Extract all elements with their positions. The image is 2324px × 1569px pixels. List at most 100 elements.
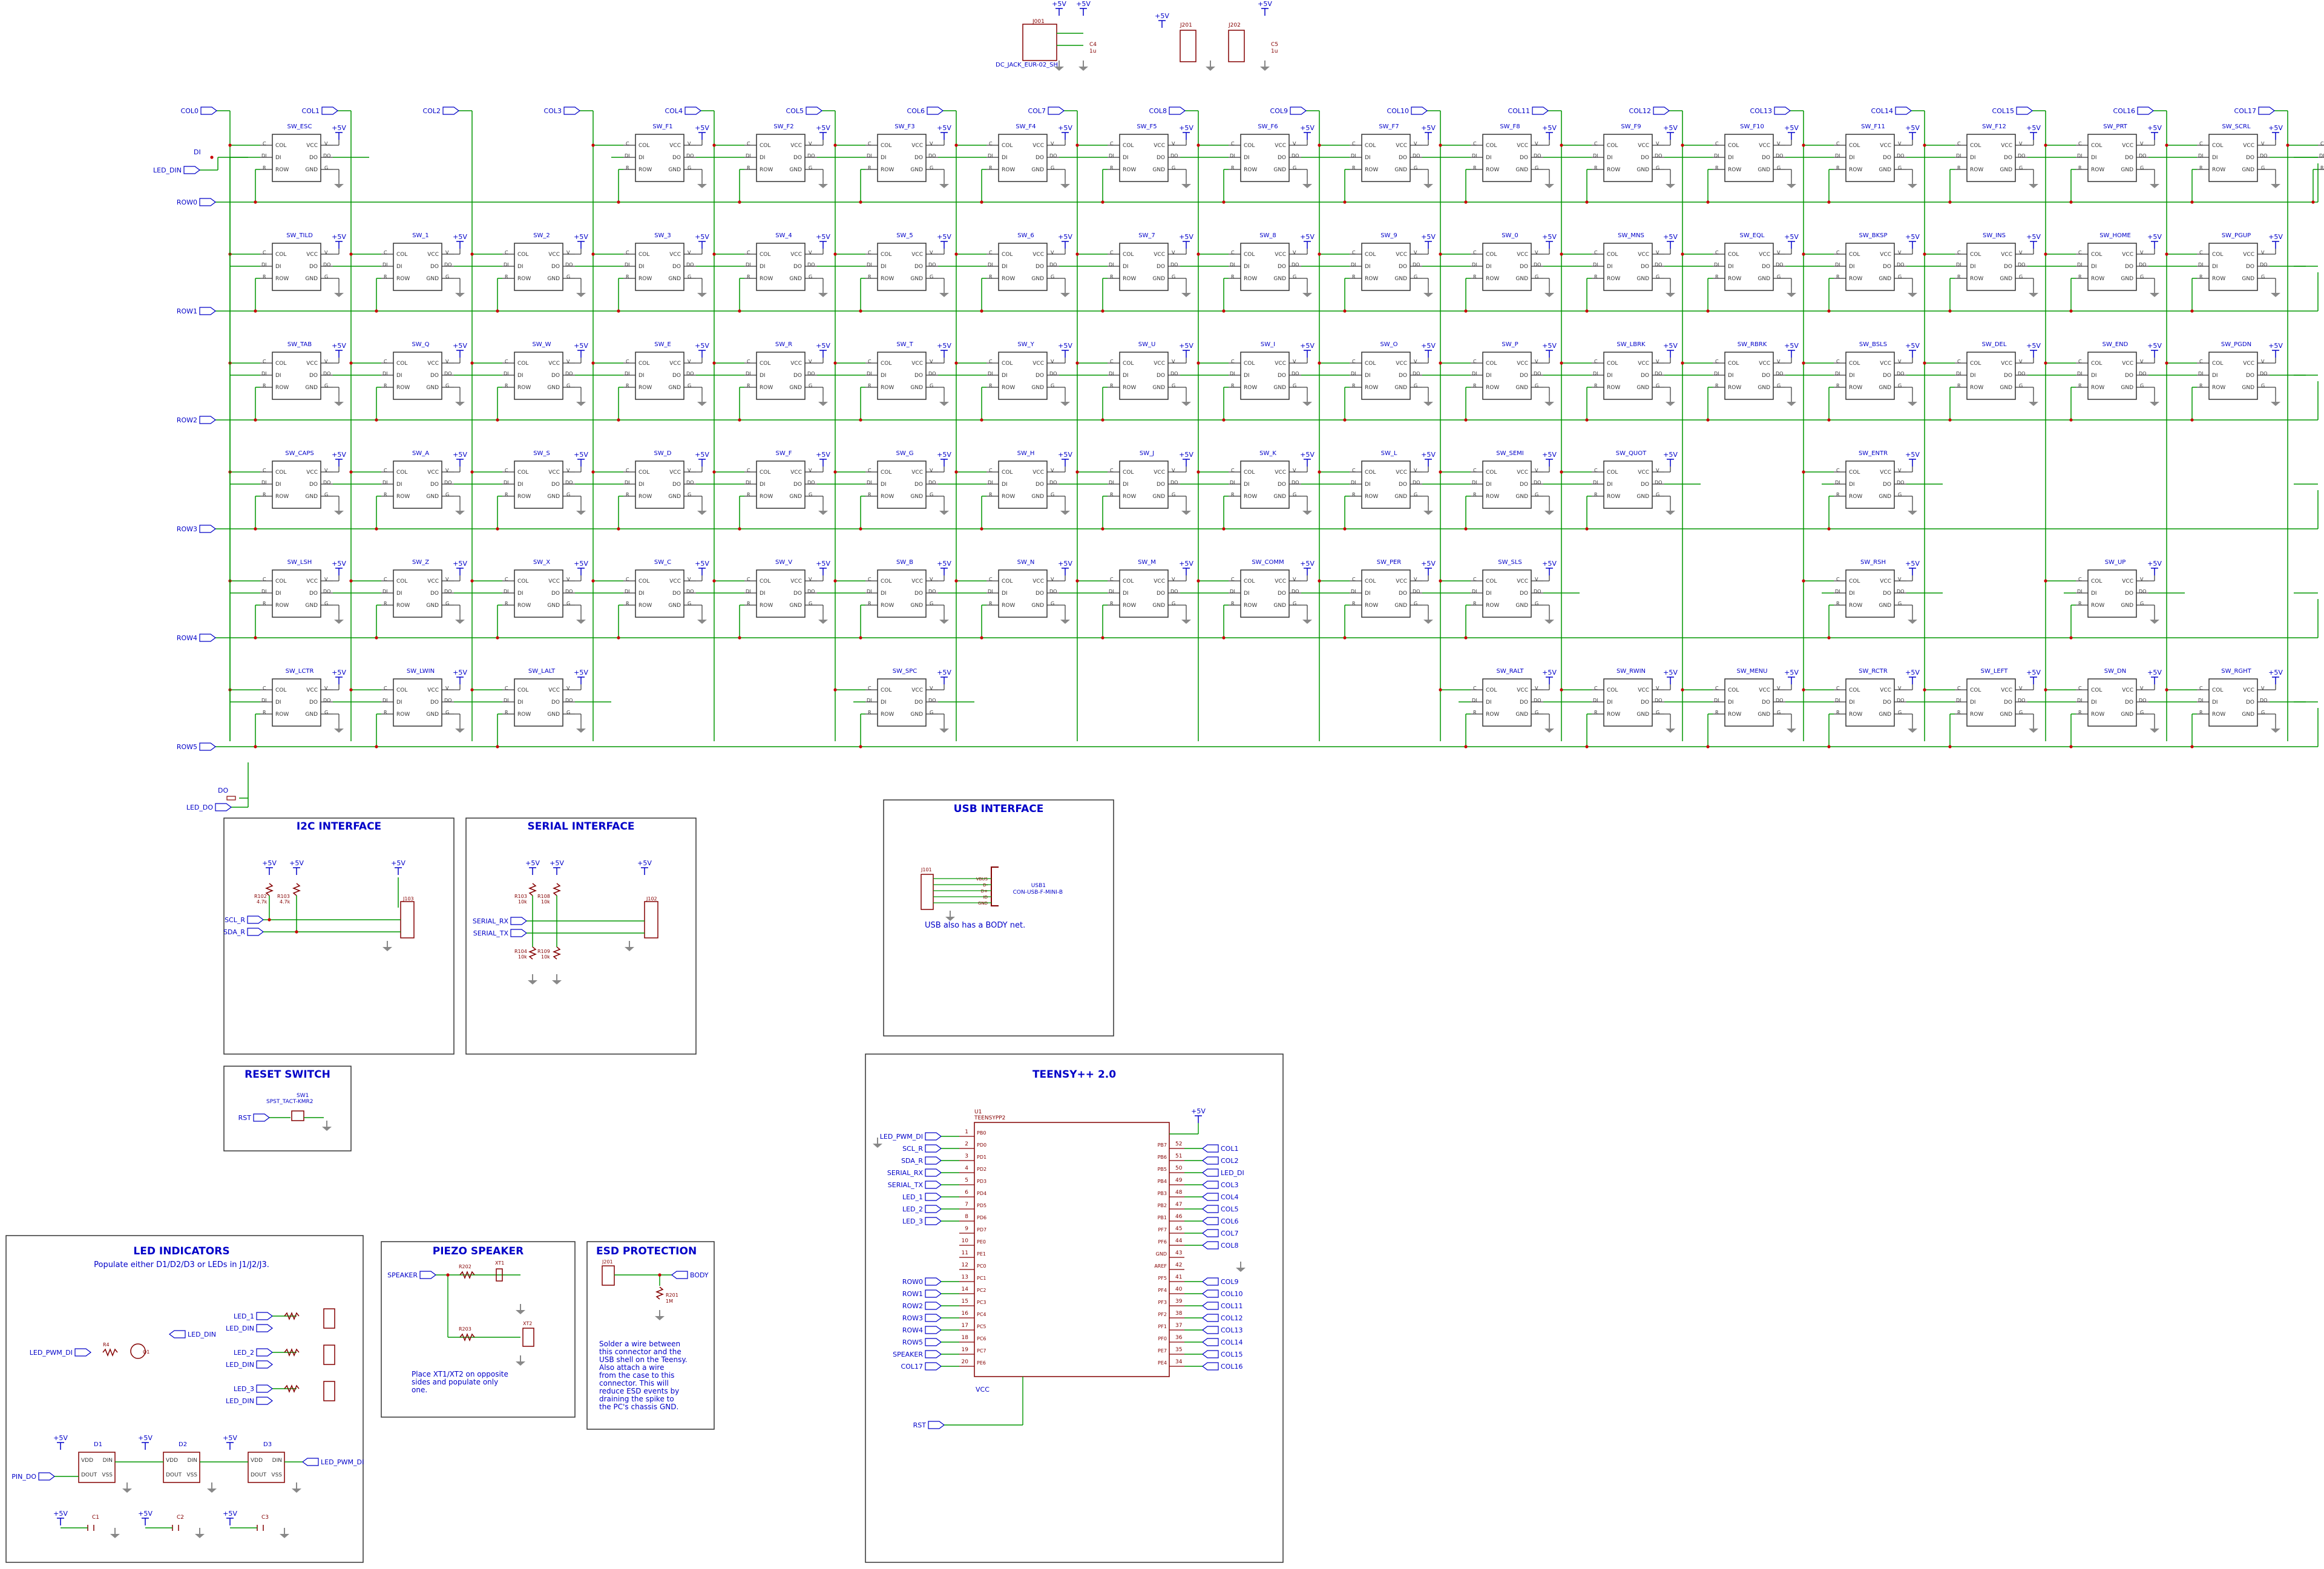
ground-triangle — [1544, 511, 1554, 515]
ground-symbol — [939, 505, 949, 515]
power-5v-symbol: +5V — [695, 124, 709, 140]
i2c-r2 — [292, 883, 301, 896]
pin-c-num: C — [868, 686, 872, 691]
switch-ref: SW_RALT — [1497, 668, 1525, 675]
power-5v-label: +5V — [223, 1434, 237, 1442]
pin-do-num: DO — [1897, 698, 1904, 703]
ground-triangle — [576, 729, 586, 733]
teensy-left-port-8: PD7 — [977, 1227, 986, 1233]
power-5v-symbol: +5V — [53, 1434, 68, 1450]
pin-v-num: V — [930, 577, 933, 582]
teensy-net-led_di: LED_DI — [1202, 1168, 1244, 1177]
switch-body — [393, 569, 442, 618]
led-din-label: LED_DIN — [153, 166, 200, 174]
pin-di-num: DI — [625, 589, 630, 594]
pin-col: COL — [1244, 252, 1255, 258]
pin-gnd: GND — [668, 276, 681, 282]
pin-col: COL — [638, 143, 649, 149]
pin-gnd: GND — [1636, 276, 1649, 282]
pin-vcc: VCC — [306, 578, 318, 585]
pin-gnd: GND — [789, 494, 802, 500]
pin-c-num: C — [263, 577, 266, 582]
pin-gnd: GND — [1879, 712, 1891, 718]
ground-symbol — [455, 396, 465, 406]
teensy-left-port-10: PE1 — [977, 1251, 986, 1257]
col-junction — [1560, 361, 1563, 365]
teensy-right-port-15: PF1 — [1158, 1324, 1167, 1329]
pin-gnd: GND — [305, 712, 318, 718]
pin-col: COL — [760, 361, 770, 367]
ground-triangle — [334, 620, 344, 624]
col-junction — [1439, 470, 1442, 474]
net-label-text: COL8 — [1221, 1242, 1238, 1250]
col-junction — [954, 579, 958, 583]
led-resistor-1 — [284, 1348, 300, 1357]
pin-c-num: C — [1957, 141, 1961, 146]
pin-row: ROW — [760, 494, 773, 500]
pin-do-num: DO — [1170, 262, 1178, 267]
power-5v-symbol: +5V — [1421, 451, 1436, 467]
pin-g-num: G — [566, 383, 570, 388]
pin-vcc: VCC — [548, 252, 560, 258]
pin-g-num: G — [1172, 492, 1175, 497]
pin-di: DI — [2091, 591, 2097, 597]
cap-c5-val: 1u — [1271, 48, 1278, 54]
pin-row: ROW — [2212, 167, 2225, 173]
pin-v-num: V — [2019, 141, 2023, 146]
i2c-frame — [223, 817, 455, 1055]
pin-di: DI — [1849, 482, 1855, 488]
row-junction — [375, 309, 378, 313]
pin-gnd: GND — [1758, 167, 1770, 173]
pin-vcc: VCC — [2001, 252, 2012, 258]
pin-gnd: GND — [1515, 385, 1528, 391]
pin-do-num: DO — [2018, 153, 2025, 159]
power-5v-label: +5V — [525, 859, 540, 867]
net-label-text: LED_3 — [902, 1217, 923, 1225]
pin-c-num: C — [1110, 250, 1114, 255]
col-junction — [1075, 143, 1079, 147]
pin-col: COL — [1244, 578, 1255, 585]
net-label-text: COL6 — [907, 107, 925, 115]
power-5v-label: +5V — [1058, 560, 1072, 568]
pin-col: COL — [1244, 143, 1255, 149]
teensy-right-pin-40: 40 — [1175, 1286, 1183, 1292]
pin-g-num: G — [1656, 383, 1659, 388]
pin-di-num: DI — [1472, 371, 1477, 376]
pin-col: COL — [1970, 143, 1981, 149]
switch-ref: SW_F11 — [1861, 123, 1885, 130]
pin-gnd: GND — [547, 385, 560, 391]
power-5v-symbol: +5V — [1663, 342, 1678, 358]
pin-g-num: G — [566, 710, 570, 715]
teensy-net-col9: COL9 — [1202, 1277, 1238, 1286]
power-5v-symbol: +5V — [2147, 669, 2162, 684]
ground-triangle — [1181, 402, 1191, 406]
pin-row: ROW — [1123, 385, 1136, 391]
teensy-left-port-12: PC1 — [977, 1276, 986, 1281]
pin-v-num: V — [1656, 468, 1659, 473]
pin-gnd: GND — [1152, 603, 1165, 609]
pin-di: DI — [2212, 264, 2218, 270]
pin-row: ROW — [1123, 276, 1136, 282]
pin-v-num: V — [1293, 577, 1296, 582]
pin-row: ROW — [275, 712, 289, 718]
switch-ref: SW_LEFT — [1981, 668, 2009, 675]
reset-ref: SW1 — [297, 1093, 309, 1099]
teensy-left-pin-11: 11 — [962, 1250, 968, 1256]
power-5v-label: +5V — [1784, 669, 1799, 676]
switch-ref: SW_F5 — [1137, 123, 1157, 130]
switch-ref: SW_F6 — [1258, 123, 1278, 130]
teensy-left-pin-14: 14 — [962, 1286, 969, 1292]
teensy-left-port-9: PE0 — [977, 1239, 986, 1245]
pin-v-num: V — [445, 359, 449, 364]
pin-gnd: GND — [1273, 167, 1286, 173]
pin-di: DI — [881, 699, 887, 706]
pin-row: ROW — [638, 167, 652, 173]
power-5v-symbol: +5V — [1155, 12, 1169, 28]
net-flag — [510, 929, 527, 937]
pin-c-num: C — [1594, 359, 1598, 364]
pin-row: ROW — [517, 494, 531, 500]
